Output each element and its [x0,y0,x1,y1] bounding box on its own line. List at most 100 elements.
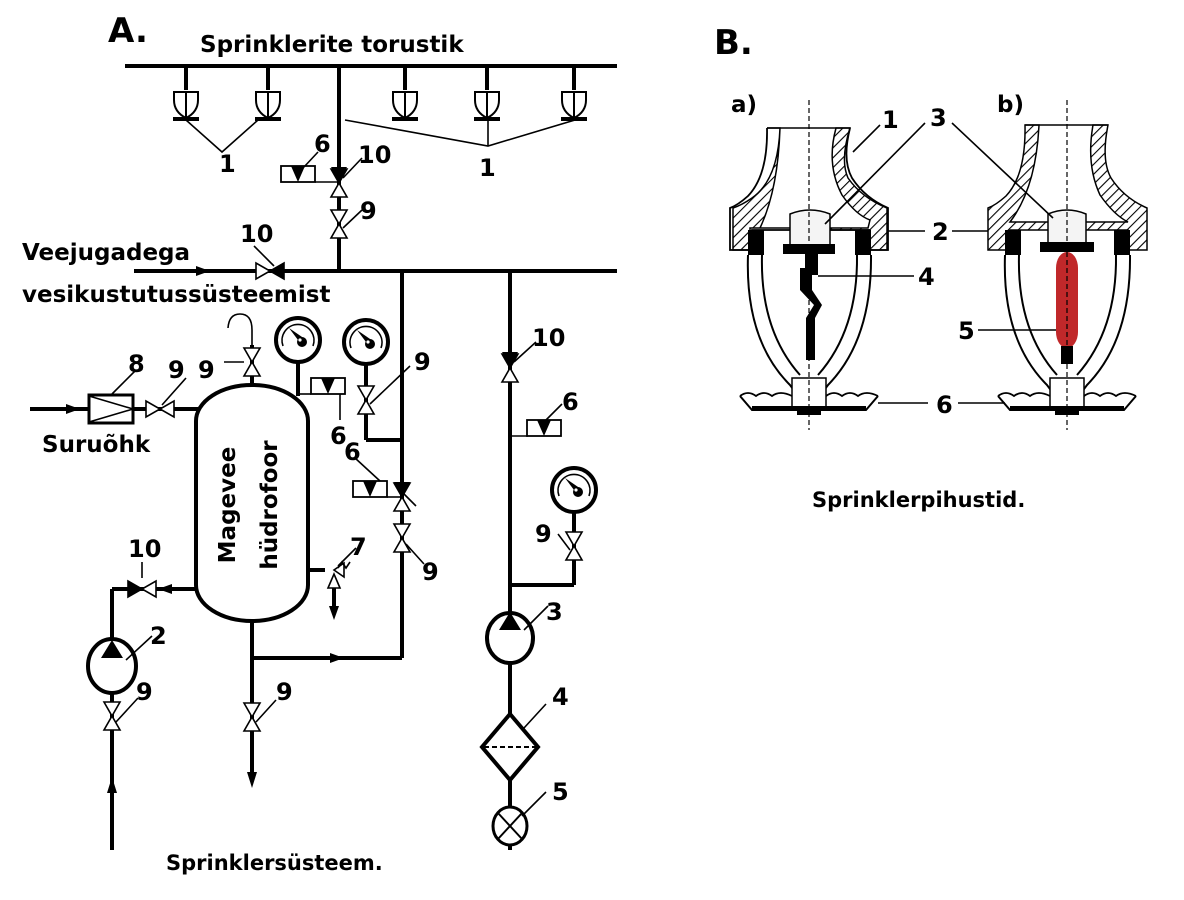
tank-label-line1: Magevee [215,447,241,564]
shutoff-valve-vent-icon [243,347,261,377]
panel-a-sprinkler-system: A. Sprinklerite torustik 1 1 6 10 9 Veej… [22,11,617,875]
leader-line [354,457,381,482]
pressure-gauge-icon [274,316,322,364]
check-valve-pump-icon [127,579,157,599]
callout-3: 3 [546,598,563,626]
callout-6-right: 6 [562,388,579,416]
leader-line [125,635,153,661]
hydrophore-tank [194,383,310,623]
callout-9-gauge: 9 [414,348,431,376]
signal-device-icon [526,419,562,437]
sprinkler-heads [171,64,589,121]
tank-label-line2: hüdrofoor [257,440,283,570]
shutoff-valve-icon [330,209,348,239]
shutoff-valve-pump-icon [103,701,121,731]
callout-b-4: 4 [918,263,935,291]
shutoff-valve-air-icon [145,400,175,418]
tank-label-group: Magevee hüdrofoor [215,440,283,570]
leader-line [369,365,411,405]
callout-7: 7 [350,533,367,561]
panel-a-caption: Sprinklersüsteem. [166,851,383,875]
callout-b-6: 6 [936,391,953,419]
leader-line [161,377,187,406]
source-label-line1: Veejugadega [22,240,190,266]
callout-1-right: 1 [479,154,496,182]
check-valve-right-icon [501,353,519,383]
callout-9-riser: 9 [422,558,439,586]
leader-line [523,703,547,729]
callout-10-right: 10 [532,324,565,352]
callout-2: 2 [150,622,167,650]
callout-9-air: 9 [168,356,185,384]
leader-line [115,697,139,723]
leader-line [303,151,319,168]
panel-a-letter: A. [108,11,148,51]
leader-line [852,124,881,153]
leader-line [342,157,363,179]
leader-line [337,547,357,567]
shutoff-valve-riser-icon [393,523,411,553]
flow-arrow-icon [158,584,172,594]
sprinkler-piping-title: Sprinklerite torustik [200,32,464,58]
callout-6-top: 6 [314,130,331,158]
leader-line [523,605,549,631]
sub-label-b: b) [997,92,1024,118]
pump-arrow [499,612,521,630]
callout-9-top: 9 [360,197,377,225]
shutoff-valve-gauge-icon [357,385,375,415]
intake-icon [491,805,529,847]
callout-5: 5 [552,778,569,806]
flow-arrow-icon [196,266,210,276]
callout-8: 8 [128,350,145,378]
sub-label-a: a) [731,92,757,118]
safety-valve-seat [326,571,342,589]
callout-9-pump: 9 [136,678,153,706]
signal-device-icon [310,377,346,395]
shutoff-valve-gauge-right-icon [565,531,583,561]
sprinkler-head-icon [390,64,420,121]
air-label: Suruõhk [42,432,151,458]
pump-left-icon [86,637,138,695]
vent-hook-icon [227,313,253,345]
check-valve-icon [330,168,348,198]
leader-line [521,791,547,817]
panel-b-sprinkler-heads: B. a) b) [714,23,1148,512]
pump-arrow [101,640,123,658]
flow-arrow-icon [66,404,80,414]
callout-6-mid: 6 [330,422,347,450]
leader-line [185,119,259,154]
sprinkler-head-icon [253,64,283,121]
callout-4: 4 [552,683,569,711]
leader-line [513,341,537,363]
flow-arrow-icon [329,606,339,620]
callout-9-drain: 9 [276,678,293,706]
leader-line [255,699,277,723]
callout-10-pump: 10 [128,535,161,563]
leader-line [557,533,571,551]
callout-6-low: 6 [344,438,361,466]
sprinkler-head-icon [559,64,589,121]
flow-arrow-icon [247,772,257,788]
callout-9-vent: 9 [198,356,215,384]
callout-10-source: 10 [240,220,273,248]
sprinkler-head-b [987,100,1148,430]
flow-arrow-icon [107,777,117,793]
flow-arrow-icon [330,653,344,663]
leader-line [951,122,1054,219]
callout-1-left: 1 [219,150,236,178]
filter-icon [479,710,541,784]
adjust-line [395,485,417,507]
pressure-gauge-icon [550,466,598,514]
callout-b-3: 3 [930,104,947,132]
callout-b-2: 2 [932,218,949,246]
leader-line [405,543,425,565]
callout-10-top: 10 [358,141,391,169]
panel-b-letter: B. [714,23,753,63]
pressure-reducer-icon [87,393,136,425]
leader-line [342,209,363,229]
callout-9-gauge-right: 9 [535,520,552,548]
panel-b-caption: Sprinklerpihustid. [812,488,1025,512]
signal-device-icon [352,480,388,498]
signal-device-icon [280,165,316,183]
